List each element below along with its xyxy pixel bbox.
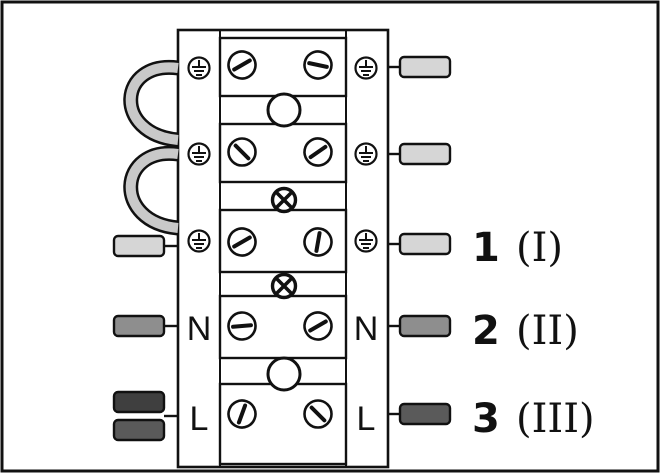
connector-cross-1 bbox=[270, 186, 298, 214]
wire-left-live-1 bbox=[112, 390, 166, 414]
ground-icon bbox=[187, 56, 211, 80]
live-label-left: L bbox=[190, 400, 209, 438]
connection-3-number: 3 bbox=[472, 396, 500, 442]
wire-left-neutral bbox=[112, 314, 166, 338]
right-wires bbox=[388, 55, 452, 426]
wire-left-live-2 bbox=[112, 418, 166, 442]
left-wires bbox=[112, 234, 178, 442]
screw-terminal-icon bbox=[225, 309, 259, 343]
live-label-right: L bbox=[357, 400, 376, 438]
wire-right-earth-3 bbox=[398, 232, 452, 256]
ground-icon bbox=[187, 142, 211, 166]
wire-left-earth bbox=[112, 234, 166, 258]
bridge-jumper-1 bbox=[125, 62, 179, 145]
connection-2-roman: (II) bbox=[516, 308, 579, 354]
ground-icon bbox=[354, 142, 378, 166]
connection-2-number: 2 bbox=[472, 308, 500, 354]
connection-1-number: 1 bbox=[472, 225, 500, 271]
wire-right-neutral bbox=[398, 314, 452, 338]
wire-right-live bbox=[398, 402, 452, 426]
connector-cross-2 bbox=[270, 272, 298, 300]
ground-icon bbox=[187, 229, 211, 253]
connection-1-roman: (I) bbox=[516, 225, 563, 271]
connector-hole-1 bbox=[266, 92, 302, 128]
screw-terminal bbox=[225, 309, 259, 343]
ground-icon bbox=[354, 56, 378, 80]
wire-right-earth-1 bbox=[398, 55, 452, 79]
ground-icon bbox=[354, 229, 378, 253]
bridge-jumpers bbox=[123, 59, 180, 236]
connector-hole-2 bbox=[266, 356, 302, 392]
neutral-label-right: N bbox=[354, 310, 379, 348]
neutral-label-left: N bbox=[187, 310, 212, 348]
connection-3-roman: (III) bbox=[516, 396, 595, 442]
wire-right-earth-2 bbox=[398, 142, 452, 166]
bridge-jumper-2 bbox=[125, 148, 179, 233]
connection-labels: 1 (I) 2 (II) 3 (III) bbox=[472, 225, 595, 442]
